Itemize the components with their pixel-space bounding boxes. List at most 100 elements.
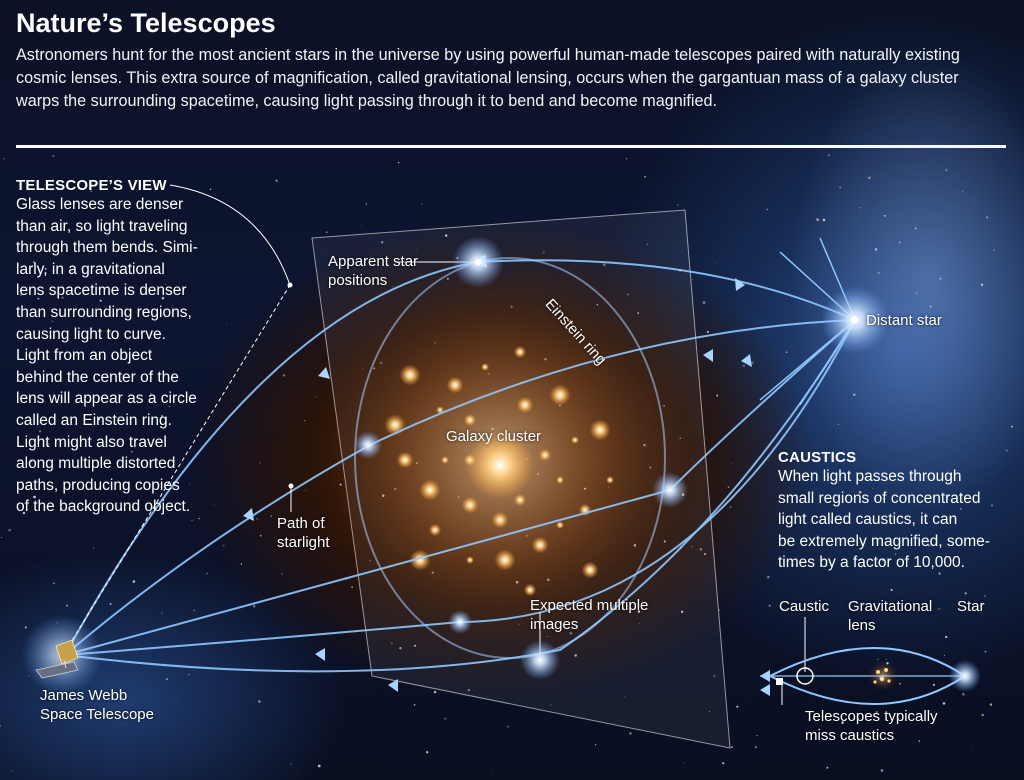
background-star [280,573,283,575]
background-star [791,563,794,567]
background-star [413,644,417,647]
background-star [683,762,685,764]
background-star [716,263,718,265]
arrow-4 [243,508,254,521]
cluster-galaxy [494,549,516,571]
caustics-diagram [760,647,981,705]
background-star [317,764,321,768]
background-star [413,703,416,706]
background-star [639,623,640,624]
background-star [945,635,948,639]
background-star [981,713,984,717]
background-star [32,260,36,264]
background-star [161,414,164,418]
background-star [746,698,748,700]
arrow-2 [318,367,330,379]
arrow-6 [388,679,398,692]
background-star [361,225,363,227]
star-label: Star [957,598,985,615]
distant-star-label: Distant star [866,312,942,329]
background-star [971,746,972,748]
background-star [704,553,706,556]
background-star [275,179,278,182]
background-star [785,351,788,354]
background-star [724,644,726,646]
caustic-label: Caustic [779,598,830,615]
background-star [33,495,36,499]
background-star [646,243,649,246]
background-star [109,602,112,606]
background-star [942,702,946,705]
background-star [8,528,12,532]
telescope-view-heading: TELESCOPE’S VIEW [16,177,167,194]
gravitational-lens-label: Gravitational lens [848,598,933,634]
background-star [399,647,402,650]
background-star [421,203,423,205]
background-star [128,250,129,252]
cluster-galaxy [399,364,421,386]
cluster-galaxy [538,448,552,462]
cluster-galaxy [606,476,614,484]
background-star [691,546,693,547]
background-star [99,299,102,302]
background-star [222,544,225,547]
background-star [932,683,936,687]
background-star [183,290,185,292]
background-star [721,761,725,765]
background-star [282,374,286,377]
background-star [390,642,393,645]
background-star [365,203,368,205]
cluster-galaxy [531,536,549,554]
expected-image-2 [520,640,560,680]
cluster-galaxy [513,493,527,507]
view-dashed-line [64,284,291,653]
cluster-galaxy [571,436,579,444]
background-star [426,751,429,754]
cluster-galaxy [463,413,477,427]
background-star [3,158,6,160]
background-star [964,592,967,595]
background-star [730,463,732,465]
background-star [256,518,258,520]
background-star [927,544,930,547]
background-star [574,654,577,657]
background-star [290,763,292,765]
background-star [39,430,42,433]
cluster-galaxy [481,363,489,371]
background-star [226,323,228,325]
cluster-galaxy [516,396,534,414]
background-star [918,740,921,742]
background-star [877,658,879,661]
background-star [736,705,739,708]
background-star [137,226,140,229]
header-divider [16,145,1006,148]
background-star [34,566,36,568]
background-star [709,711,710,713]
background-star [351,586,353,588]
expected-image-1 [448,610,472,634]
background-star [198,517,200,520]
background-star [48,443,50,445]
background-star [910,607,912,608]
caustic-circle [796,667,814,685]
light-path-lower [64,319,856,656]
cluster-galaxy [419,479,441,501]
background-star [1,536,3,538]
background-star [625,157,628,160]
background-star [334,279,336,281]
background-star [397,161,400,164]
background-star [894,553,897,556]
background-star [875,711,878,714]
background-star [240,563,243,565]
background-star [990,504,994,507]
background-star [727,486,730,488]
apparent-star-label: Apparent star positions [328,253,419,289]
background-star [433,690,437,694]
milky-way-haze [790,50,1024,510]
intro-paragraph: Astronomers hunt for the most ancient st… [16,46,960,110]
cluster-galaxy [441,456,449,464]
background-star [191,519,193,521]
arrow-1 [735,278,745,291]
background-star [692,279,693,280]
mini-star [949,660,981,692]
